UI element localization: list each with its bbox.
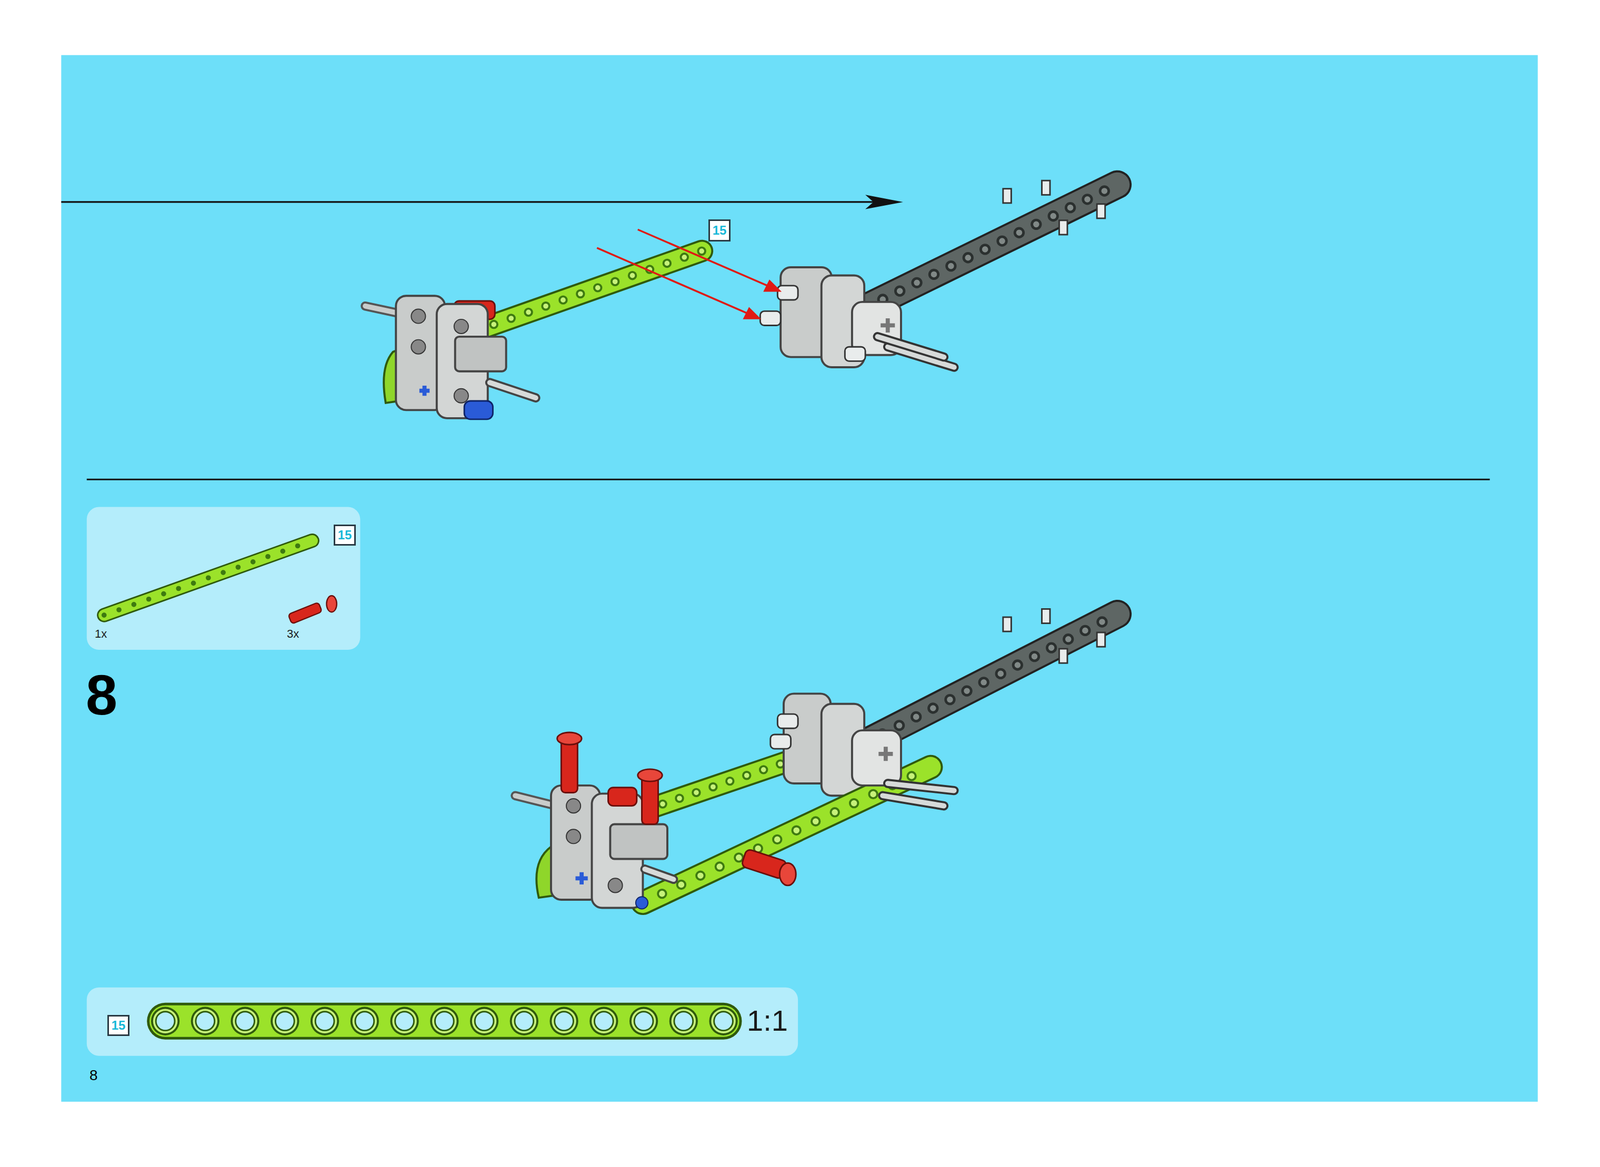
page-number: 8 bbox=[89, 1067, 98, 1085]
callout-number: 15 bbox=[111, 1018, 126, 1034]
callout-number-box: 15 bbox=[107, 1015, 130, 1037]
parts-illustration bbox=[104, 541, 337, 625]
scale-panel-bg bbox=[86, 987, 798, 1057]
callout-number: 15 bbox=[712, 223, 727, 238]
parts-list-panel: 1x 3x 15 bbox=[86, 507, 360, 650]
callout-number-box: 15 bbox=[708, 219, 731, 242]
page-background bbox=[61, 55, 1538, 1103]
quantity-label: 1x bbox=[94, 627, 107, 642]
scale-panel: 1:1 15 bbox=[86, 987, 798, 1057]
step-number: 8 bbox=[85, 662, 118, 728]
parts-panel-bg bbox=[86, 507, 361, 650]
step8-assembly bbox=[515, 608, 1118, 909]
quantity-label: 3x bbox=[286, 627, 299, 642]
scale-beam bbox=[165, 1021, 724, 1023]
callout-number-box: 15 bbox=[333, 524, 356, 546]
callout-number: 15 bbox=[337, 527, 353, 543]
quantity-label: 1:1 bbox=[746, 1003, 788, 1038]
top-assembly bbox=[365, 180, 1118, 420]
